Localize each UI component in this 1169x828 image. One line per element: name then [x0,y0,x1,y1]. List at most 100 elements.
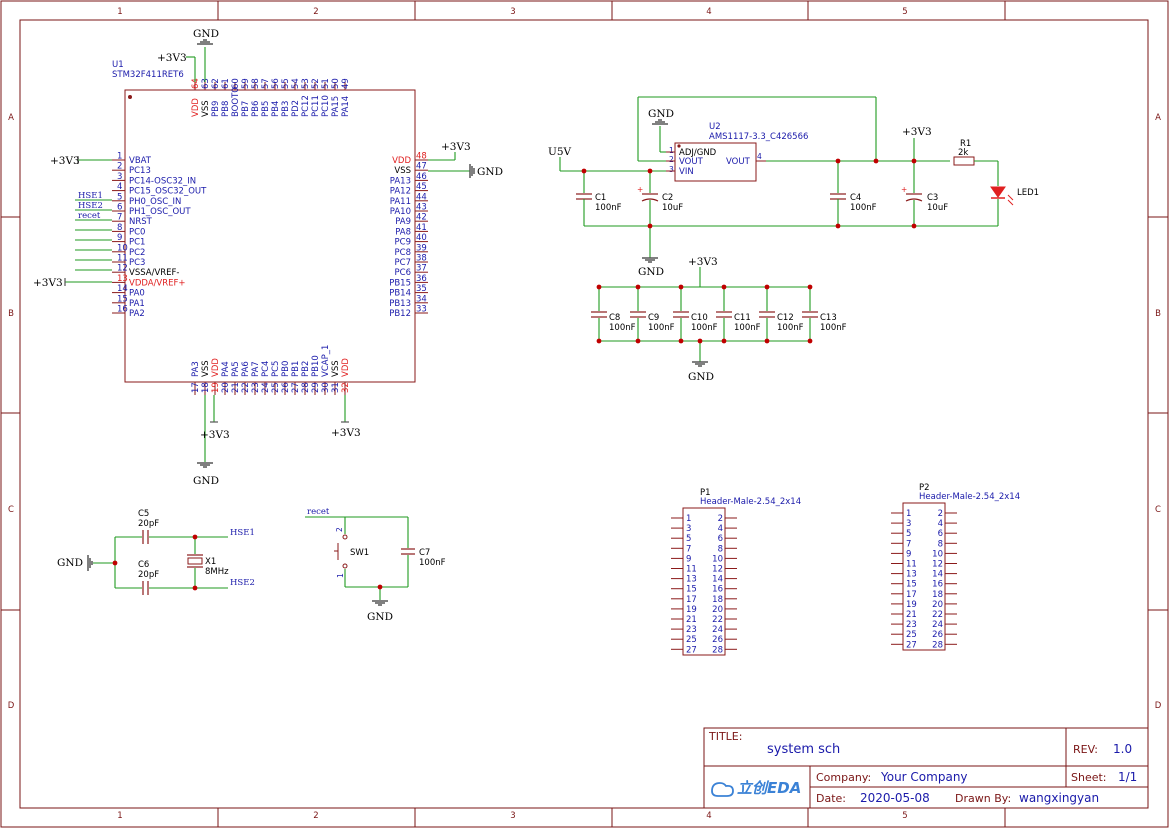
p2-pin-right: 20 [932,600,943,610]
u1-pin-num: 49 [341,78,351,89]
p2-pin-right: 16 [932,580,943,590]
u1-pin-name: PB6 [251,101,261,117]
u1-pin-num: 4 [117,182,122,192]
r1-designator: R1 [960,139,971,149]
p2-pin-right: 28 [932,640,943,650]
junction-dot [807,338,813,344]
c6-value: 20pF [138,570,159,580]
date-value: 2020-05-08 [860,791,930,805]
net-u5v: U5V [548,146,572,158]
junction-dot [697,338,703,344]
junction-dot [596,338,602,344]
u1-pin-name: PC10 [321,95,331,117]
p1-pin-left: 1 [686,514,691,524]
u1-pin-name: PC14-OSC32_IN [129,176,196,186]
c5-value: 20pF [138,519,159,529]
p1-pin-right: 14 [712,575,723,585]
u1-pin-num: 42 [416,213,427,223]
junction-dot [635,338,641,344]
u1-pin-name: PA13 [390,176,411,186]
u1-pin-name: PB12 [389,309,411,319]
u1-pin-name: PB5 [261,101,271,117]
u2-pin-adj: ADJ/GND [679,148,717,158]
net-gnd-crystal: GND [57,557,83,569]
gnd-symbol-u2 [652,119,668,125]
gnd-symbol-bank [692,361,708,367]
u1-pin-name: PB0 [281,361,291,377]
u1-pin-num: 43 [416,203,427,213]
power-regulator-section[interactable]: U5V U2 AMS1117-3.3_C426566 ADJ/GND VOUT … [548,96,1039,278]
u1-pin-name: PC9 [395,238,411,248]
u1-pin-name: PA15 [331,96,341,117]
c12-value: 100nF [777,323,804,333]
u1-pin-num: 63 [201,78,211,89]
u1-pin-num: 15 [117,294,128,304]
u1-pin-num: 5 [117,192,122,202]
u1-pin-name: PA7 [251,361,261,377]
u2-pin-vin: VIN [679,167,694,177]
title-block: TITLE: system sch REV: 1.0 立创EDA Company… [703,727,1149,809]
u1-pin-num: 35 [416,284,427,294]
u1-pin-name: PA14 [341,96,351,117]
p2-pin-right: 6 [938,529,943,539]
net-v33-pin19: +3V3 [200,429,230,441]
sw1-designator: SW1 [350,548,369,558]
crystal-section[interactable]: GND C5 20pF HSE1 C6 20pF HSE2 X1 8MHz [57,509,255,595]
col-label-5-bottom: 5 [902,811,907,821]
u1-pin-name: PC5 [271,361,281,377]
net-gnd-power: GND [638,266,664,278]
p1-pin-right: 28 [712,645,723,655]
net-recet-left: recet [78,211,101,221]
p2-pin-left: 25 [906,630,917,640]
title-label: TITLE: [708,730,742,743]
row-label-b-right: B [1155,309,1161,319]
p1-pin-left: 11 [686,565,697,575]
r1-value: 2k [958,148,968,158]
p1-pin-left: 21 [686,615,697,625]
u1-part: STM32F411RET6 [112,70,184,80]
p2-pin-left: 15 [906,580,917,590]
u1-pin-num: 38 [416,254,427,264]
u1-pin-name: PC7 [395,258,411,268]
col-label-1-top: 1 [117,7,122,17]
net-v33-reg: +3V3 [902,126,932,138]
u1-bottom-pins: 17PA318VSS19VDD20PA421PA522PA623PA724PC4… [191,345,351,395]
row-label-d-right: D [1155,701,1162,711]
p1-pin-right: 6 [718,534,723,544]
u2-pin-vout-left: VOUT [679,157,704,167]
u1-pin-name: PC8 [395,248,411,258]
u1-pin-name: PB7 [241,101,251,117]
u1-pin-num: 17 [191,382,201,393]
p1-part: Header-Male-2.54_2x14 [700,497,801,507]
c7-designator: C7 [419,548,430,558]
c5-designator: C5 [138,509,149,519]
u1-pin-name: PC2 [129,248,145,258]
u2-num-4: 4 [757,152,762,161]
sheet-value: 1/1 [1118,770,1137,784]
u1-pin-name: PB4 [271,101,281,117]
sw1-pin1: 1 [336,573,345,578]
u1-pin-num: 50 [331,78,341,89]
c2-value: 10uF [662,203,683,213]
u1-pin-num: 11 [117,254,128,264]
decoupling-bank[interactable]: +3V3 GND C8100nFC9100nFC10100nFC11100nFC… [591,256,847,383]
net-v33-vbat: +3V3 [50,155,80,167]
net-gnd-top: GND [193,28,219,40]
u2-part: AMS1117-3.3_C426566 [709,132,808,142]
col-label-1-bottom: 1 [117,811,122,821]
reset-section[interactable]: recet C7 100nF 2 1 SW1 GND [305,507,446,623]
u1-pin-name: PB15 [389,278,411,288]
u1-pin-num: 10 [117,243,128,253]
u1-pin-num: 14 [117,284,128,294]
u1-pin-num: 23 [251,382,261,393]
u1-pin-name: PH1_OSC_OUT [129,207,191,217]
gnd-symbol-right [469,164,475,178]
cap-bank-items: C8100nFC9100nFC10100nFC11100nFC12100nFC1… [591,284,847,344]
junction-dot [596,284,602,290]
p1-pin-left: 7 [686,544,691,554]
u1-pin-name: PA6 [241,361,251,377]
